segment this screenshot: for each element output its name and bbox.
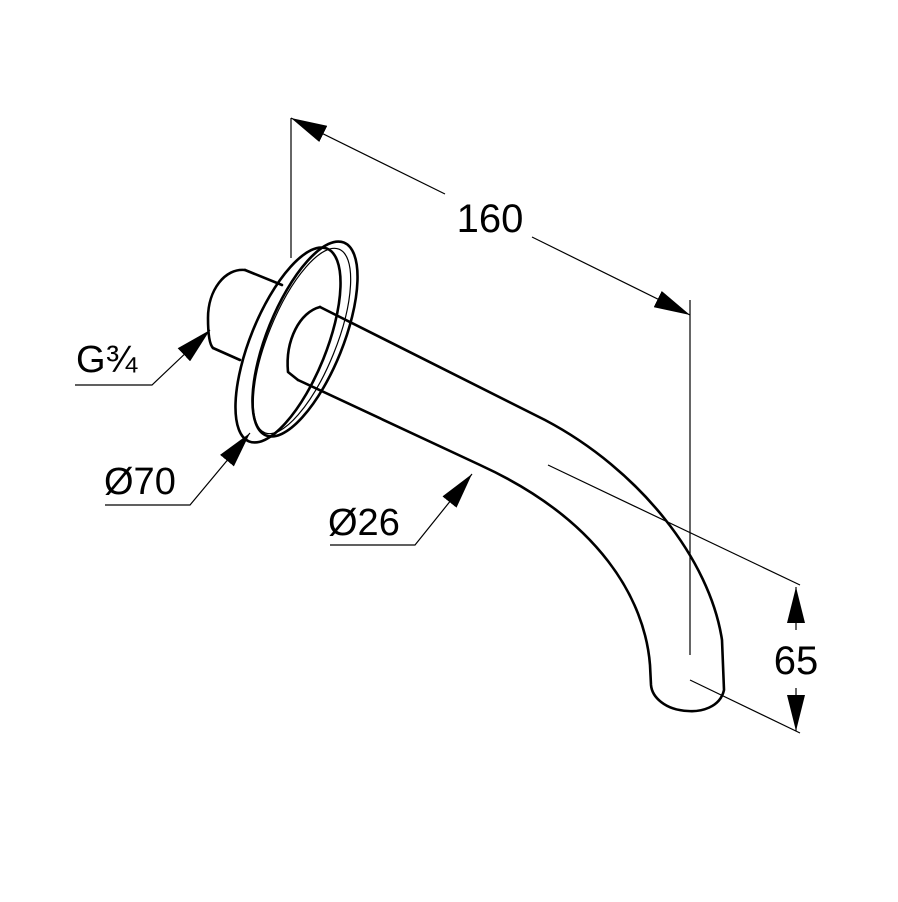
rosette-flange — [234, 240, 359, 444]
spout-diameter-leader: Ø26 — [328, 473, 473, 546]
length-label: 160 — [457, 197, 524, 241]
spout-pipe — [286, 305, 726, 713]
spout-diameter-label: Ø26 — [328, 502, 400, 544]
thread-label: G¾ — [76, 339, 139, 381]
thread-leader: G¾ — [75, 329, 211, 386]
height-dimension: 65 — [547, 464, 819, 734]
rosette-diameter-leader: Ø70 — [104, 432, 251, 506]
rosette-diameter-label: Ø70 — [104, 461, 176, 503]
thread-connector — [206, 268, 284, 362]
height-label: 65 — [774, 639, 819, 683]
length-dimension: 160 — [290, 117, 691, 655]
